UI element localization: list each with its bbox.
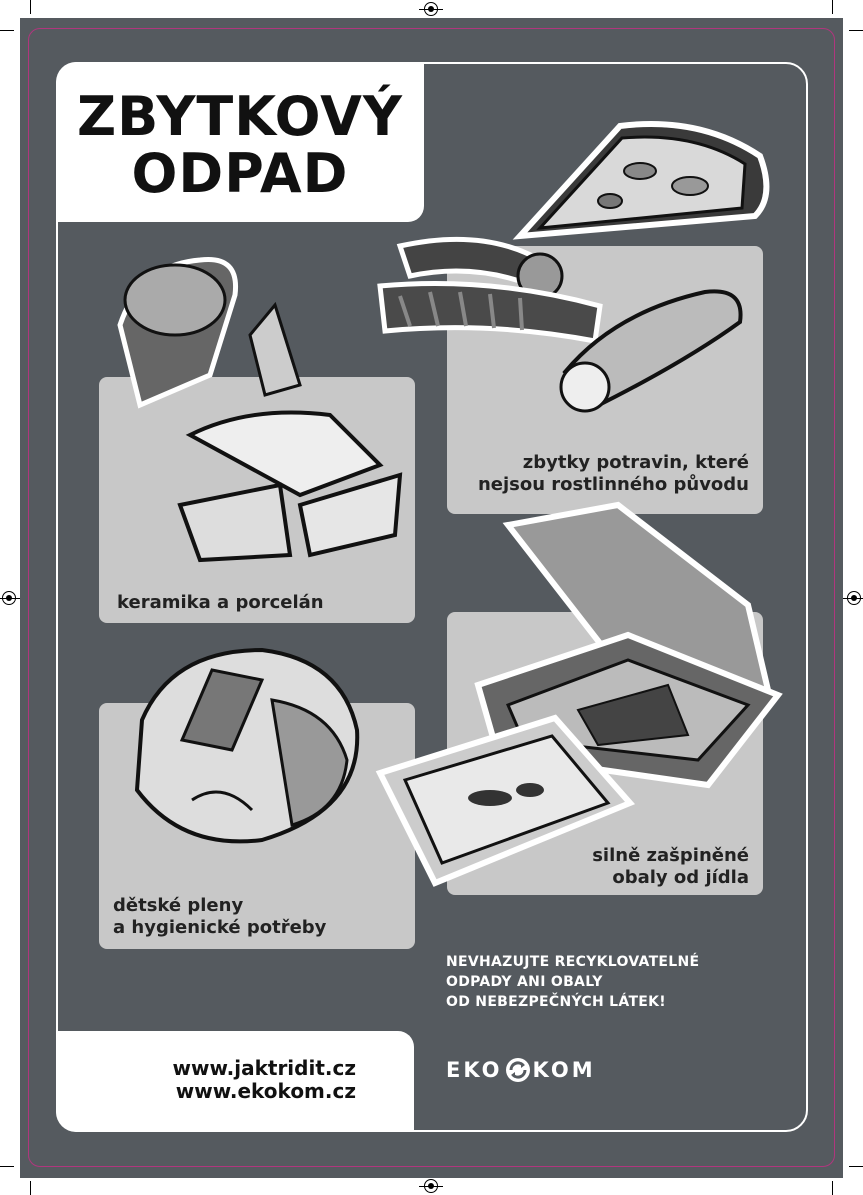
title-line-1: ZBYTKOVÝ [76,85,404,148]
registration-mark-right [842,591,863,605]
pizza-slice-illustration [512,121,770,240]
bread-roll-illustration [559,289,743,413]
crop-mark [832,1181,833,1195]
crop-mark [849,30,863,31]
logo-text-right: KOM [532,1058,596,1082]
crop-mark [30,0,31,14]
label-line: zbytky potravin, které [522,452,749,473]
url-list: www.jaktridit.cz www.ekokom.cz [56,1057,356,1103]
url-link[interactable]: www.ekokom.cz [175,1079,356,1103]
title-box: ZBYTKOVÝ ODPAD [56,62,424,222]
logo-text-left: EKO [446,1058,503,1082]
title-line-2: ODPAD [131,142,349,205]
label-line: nejsou rostlinného původu [477,474,749,495]
crop-mark [0,1166,14,1167]
warning-line: ODPADY ANI OBALY [446,974,603,990]
label-diapers: dětské pleny a hygienické potřeby [113,895,326,939]
label-line: obaly od jídla [612,867,749,888]
trim-line [28,28,835,1167]
registration-mark-bottom [419,1179,443,1193]
registration-mark-top [419,2,443,16]
crop-mark [0,30,14,31]
label-line: a hygienické potřeby [113,917,327,938]
diaper-illustration [134,647,360,844]
food-tray-illustration [375,714,636,887]
footer-box: www.jaktridit.cz www.ekokom.cz [56,1031,414,1132]
page-title: ZBYTKOVÝ ODPAD [56,88,424,202]
label-line: silně zašpiněné [592,845,749,866]
label-food: zbytky potravin, které nejsou rostlinnéh… [447,452,749,496]
label-packaging: silně zašpiněné obaly od jídla [447,845,749,889]
warning-line: OD NEBEZPEČNÝCH LÁTEK! [446,994,666,1010]
registration-mark-left [0,591,21,605]
recycle-arrows-icon [505,1058,530,1082]
label-ceramics: keramika a porcelán [117,592,324,614]
warning-text: NEVHAZUJTE RECYKLOVATELNÉ ODPADY ANI OBA… [446,952,699,1012]
label-line: dětské pleny [113,895,244,916]
crop-mark [849,1166,863,1167]
crop-mark [832,0,833,14]
label-line: keramika a porcelán [117,592,324,613]
broken-ceramics-illustration [117,256,403,563]
ekokom-logo: EKO KOM [446,1055,596,1085]
crop-mark [30,1181,31,1195]
warning-line: NEVHAZUJTE RECYKLOVATELNÉ [446,954,700,970]
url-link[interactable]: www.jaktridit.cz [172,1056,356,1080]
inner-frame [56,62,808,1132]
